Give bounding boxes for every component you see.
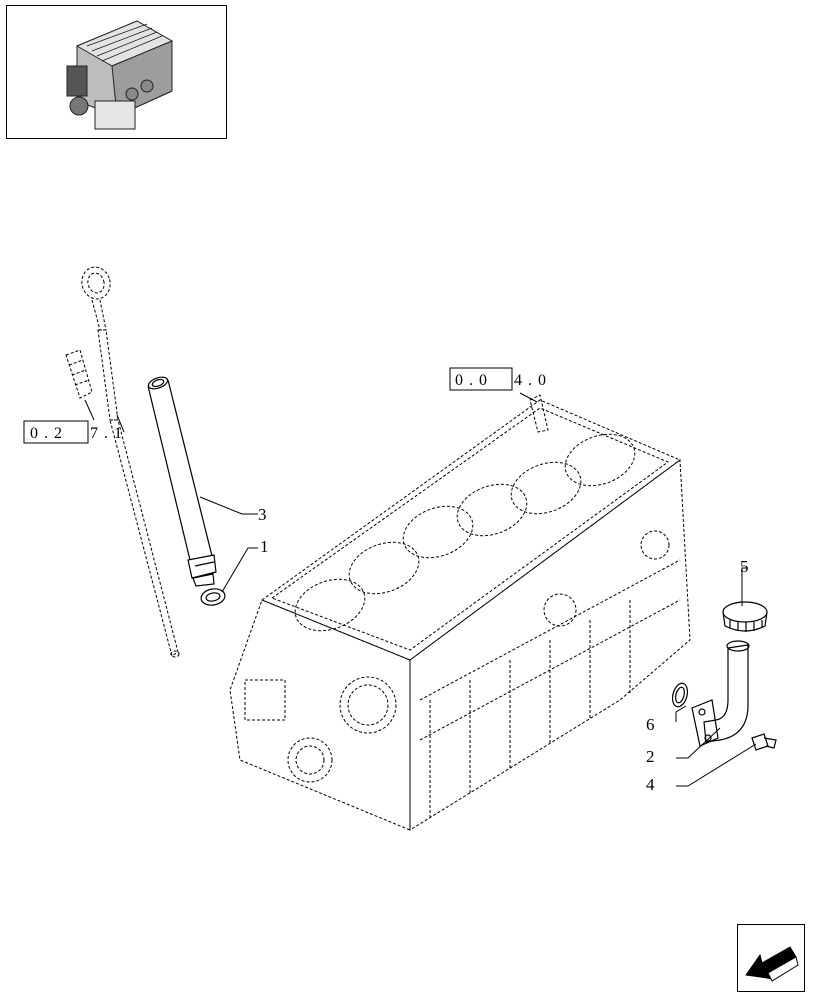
dipstick-ref-boxed: 0 . 2 bbox=[30, 425, 63, 442]
block-ref-boxed: 0 . 0 bbox=[455, 372, 488, 389]
callout-1: 1 bbox=[260, 537, 269, 556]
engine-thumbnail-icon bbox=[66, 20, 174, 130]
dipstick-ref-rest: 7 . 1 bbox=[90, 425, 123, 442]
seal-ring bbox=[200, 588, 226, 606]
dipstick-reference: 0 . 2 7 . 1 bbox=[23, 420, 123, 444]
block-reference: 0 . 0 4 . 0 bbox=[449, 367, 547, 391]
dipstick bbox=[65, 266, 180, 658]
leader-lines bbox=[84, 392, 757, 787]
callout-2: 2 bbox=[646, 747, 655, 766]
callout-5: 5 bbox=[740, 557, 749, 576]
engine-thumbnail bbox=[6, 5, 227, 139]
callout-3: 3 bbox=[258, 505, 267, 524]
screw bbox=[751, 733, 777, 751]
next-page-button[interactable] bbox=[737, 924, 805, 992]
next-page-arrow-icon bbox=[745, 946, 799, 982]
callout-4: 4 bbox=[646, 775, 655, 794]
block-ref-rest: 4 . 0 bbox=[514, 372, 547, 389]
engine-block bbox=[229, 394, 691, 831]
callout-6: 6 bbox=[646, 715, 655, 734]
filler-elbow bbox=[691, 640, 750, 747]
filler-cap bbox=[722, 601, 768, 632]
guide-tube bbox=[147, 376, 217, 587]
gasket bbox=[671, 682, 689, 708]
